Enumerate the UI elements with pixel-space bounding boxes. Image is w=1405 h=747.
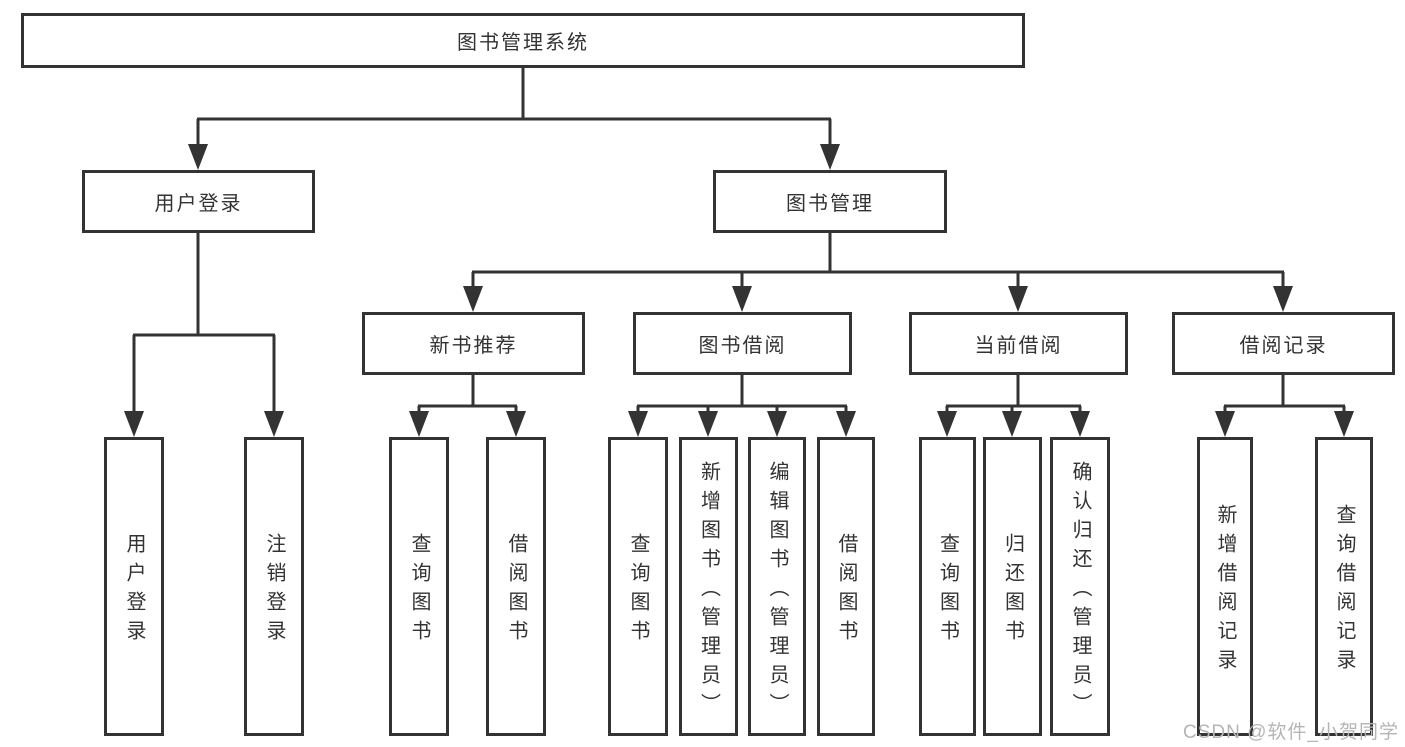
leaf-borrow-books-recommend: 借阅图书: [486, 437, 546, 736]
node-user-login: 用户登录: [82, 170, 315, 233]
node-book-management: 图书管理: [713, 170, 947, 233]
leaf-query-books-recommend: 查询图书: [389, 437, 449, 736]
leaf-query-books-current: 查询图书: [919, 437, 976, 736]
leaf-logout: 注销登录: [244, 437, 304, 736]
leaf-return-books: 归还图书: [983, 437, 1042, 736]
node-current-borrowing: 当前借阅: [909, 312, 1128, 375]
node-library-management-system: 图书管理系统: [21, 13, 1025, 68]
leaf-confirm-return-admin: 确认归还（管理员）: [1050, 437, 1110, 736]
node-borrowing-records: 借阅记录: [1172, 312, 1395, 375]
leaf-add-borrow-record: 新增借阅记录: [1197, 437, 1253, 736]
arrowheads: [124, 144, 1354, 437]
leaf-query-books-borrowing: 查询图书: [608, 437, 668, 736]
leaf-user-login: 用户登录: [104, 437, 164, 736]
leaf-query-borrow-record: 查询借阅记录: [1315, 437, 1373, 736]
node-new-book-recommend: 新书推荐: [362, 312, 585, 375]
node-book-borrowing: 图书借阅: [633, 312, 852, 375]
leaf-borrow-books: 借阅图书: [817, 437, 875, 736]
csdn-watermark: CSDN @软件_小贺同学: [1183, 722, 1399, 743]
leaf-add-books-admin: 新增图书（管理员）: [679, 437, 738, 736]
leaf-edit-books-admin: 编辑图书（管理员）: [748, 437, 806, 736]
